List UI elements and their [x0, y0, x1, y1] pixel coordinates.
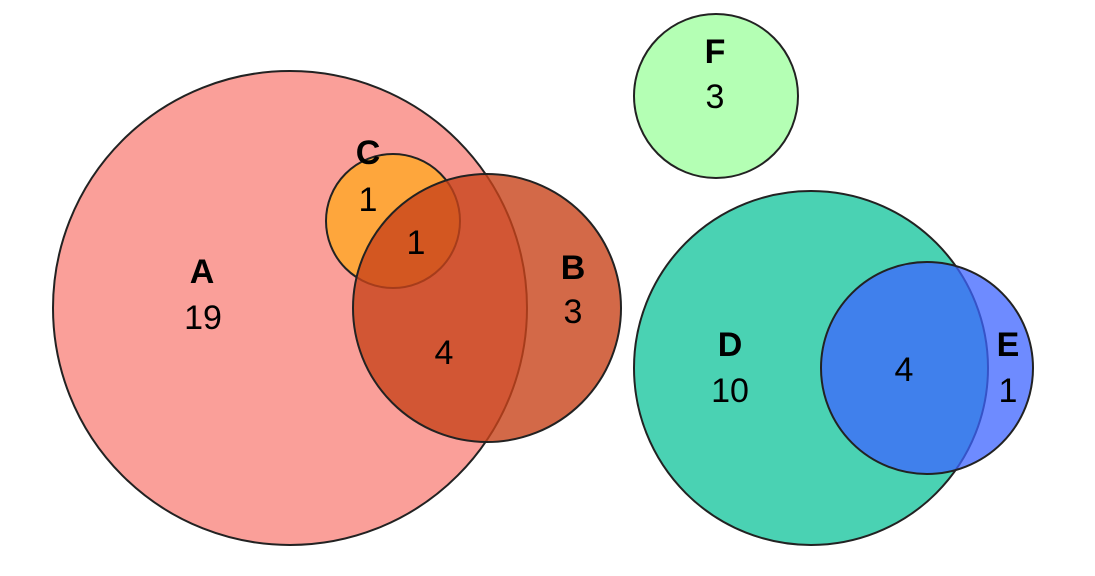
set-b-label: B	[561, 249, 586, 287]
set-c-label: C	[356, 134, 381, 172]
set-e-count: 1	[999, 372, 1018, 410]
set-f-circle	[633, 13, 799, 179]
set-d-count: 10	[711, 372, 749, 410]
intersection-d-e-count: 4	[895, 351, 914, 389]
set-f-label: F	[705, 33, 726, 71]
set-a-count: 19	[184, 299, 222, 337]
set-b-count: 3	[564, 293, 583, 331]
set-b-circle	[352, 173, 622, 443]
set-e-label: E	[997, 326, 1020, 364]
intersection-a-c-count: 1	[407, 224, 426, 262]
set-e-circle	[820, 261, 1034, 475]
set-c-count: 1	[359, 181, 378, 219]
set-d-label: D	[718, 326, 743, 364]
set-f-count: 3	[706, 78, 725, 116]
set-a-label: A	[190, 253, 215, 291]
intersection-a-b-count: 4	[435, 334, 454, 372]
